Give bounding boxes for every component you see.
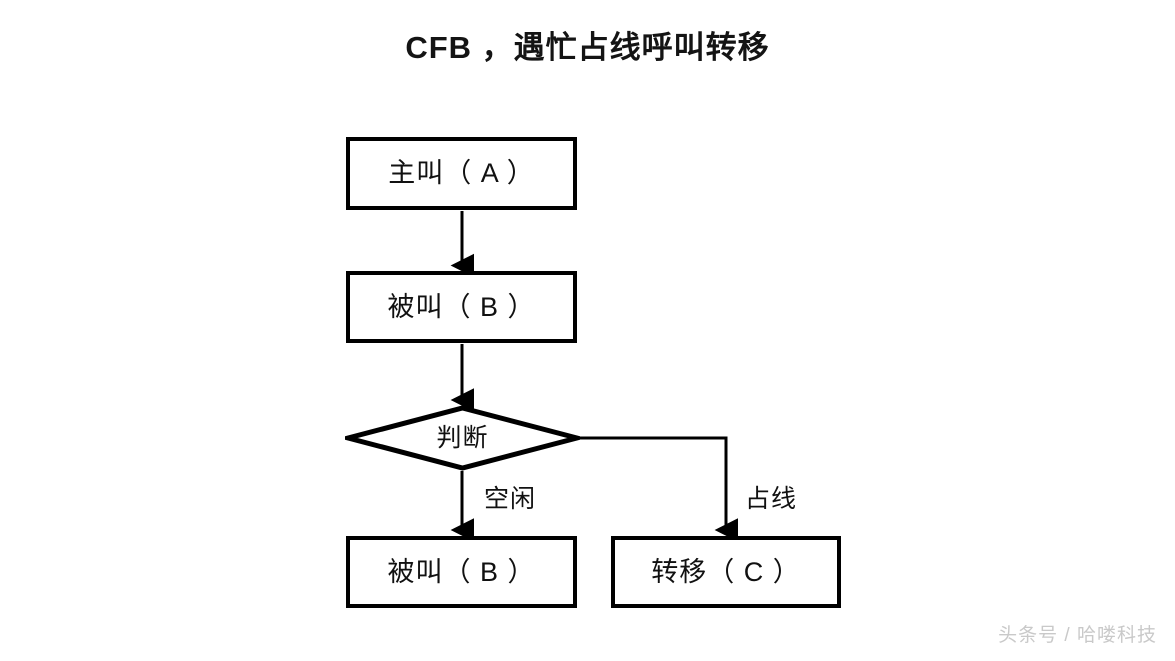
node-callee-idle-label: 被叫（ B ） [387,556,536,587]
node-transfer-label: 转移（ C ） [651,556,801,587]
edge-decision-to-transfer [580,436,739,542]
node-decision[interactable]: 判断 [345,405,580,471]
watermark: 头条号 / 哈喽科技 [998,625,1157,646]
edge-label-idle: 空闲 [484,485,537,513]
edge-label-busy: 占线 [745,485,798,513]
node-decision-label: 判断 [436,423,489,452]
page-title: CFB ，遇忙占线呼叫转移 [405,30,770,65]
node-callee[interactable]: 被叫（ B ） [346,271,577,343]
node-transfer[interactable]: 转移（ C ） [611,536,841,608]
node-callee-label: 被叫（ B ） [387,291,536,322]
node-caller-label: 主叫（ A ） [388,158,535,188]
diamond-shape [345,405,580,471]
node-caller[interactable]: 主叫（ A ） [346,137,577,210]
node-callee-idle[interactable]: 被叫（ B ） [346,536,577,608]
